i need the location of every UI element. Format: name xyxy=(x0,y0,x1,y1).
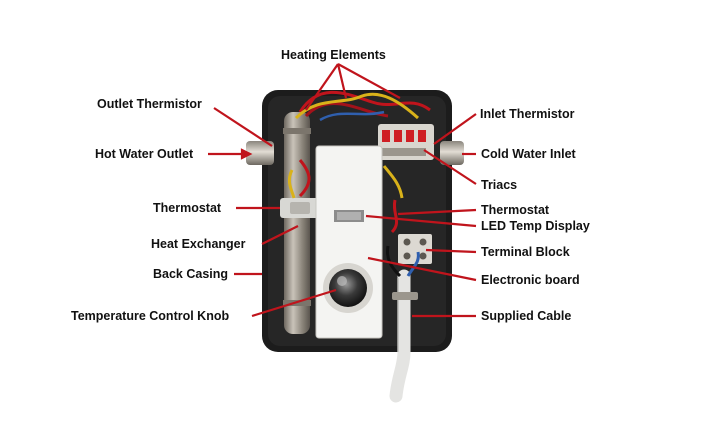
hot-water-outlet-stub xyxy=(246,141,274,165)
leader-line-heating-elements xyxy=(337,63,401,99)
cold-water-inlet-stub xyxy=(440,141,464,165)
leader-line-led-temp-display xyxy=(365,214,477,228)
wire-blue xyxy=(406,251,420,277)
label-thermostat-right: Thermostat xyxy=(481,203,550,217)
leader-line-thermostat-right xyxy=(397,208,477,216)
triac-terminal xyxy=(418,130,426,142)
wire-red xyxy=(298,159,311,198)
leader-line-terminal-block xyxy=(425,248,477,254)
wire-red xyxy=(390,199,399,234)
terminal-screw xyxy=(419,238,427,246)
triac-terminal xyxy=(394,130,402,142)
leader-line-outlet-thermistor xyxy=(213,107,273,147)
leader-line-electronic-board xyxy=(367,256,477,282)
supplied-cable-shape xyxy=(389,269,411,403)
label-cold-water-inlet: Cold Water Inlet xyxy=(481,147,576,161)
triac-terminal xyxy=(382,130,390,142)
leader-line-heat-exchanger xyxy=(261,225,299,245)
label-triacs: Triacs xyxy=(481,178,518,192)
triac-heatsink xyxy=(382,148,426,156)
leader-line-inlet-thermistor xyxy=(433,113,477,145)
terminal-screw xyxy=(403,238,411,246)
leader-line-temperature-control-knob xyxy=(251,288,337,318)
wire-blue xyxy=(319,110,385,122)
label-inlet-thermistor: Inlet Thermistor xyxy=(480,107,575,121)
label-electronic-board: Electronic board xyxy=(481,273,580,287)
label-outlet-thermistor: Outlet Thermistor xyxy=(97,97,202,111)
led-temp-display-glass xyxy=(337,212,361,220)
label-thermostat-left: Thermostat xyxy=(153,201,222,215)
label-supplied-cable: Supplied Cable xyxy=(481,309,572,323)
temperature-control-knob-shape xyxy=(329,269,367,307)
leader-line-heating-elements xyxy=(305,63,339,111)
label-back-casing: Back Casing xyxy=(153,267,229,281)
wire-yellow xyxy=(294,92,420,120)
arrowhead xyxy=(240,148,253,160)
label-temperature-control-knob: Temperature Control Knob xyxy=(71,309,230,323)
terminal-screw xyxy=(419,252,427,260)
wire-yellow xyxy=(382,165,404,199)
wire-yellow xyxy=(287,169,296,199)
terminal-screw xyxy=(403,252,411,260)
leader-line-heating-elements xyxy=(336,63,348,99)
label-heat-exchanger: Heat Exchanger xyxy=(151,237,246,251)
label-led-temp-display: LED Temp Display xyxy=(481,219,590,233)
label-heating-elements: Heating Elements xyxy=(281,48,386,62)
wire-red xyxy=(298,90,431,113)
label-hot-water-outlet: Hot Water Outlet xyxy=(95,147,194,161)
leader-line-triacs xyxy=(423,149,477,185)
heat-exchanger-pipe xyxy=(284,112,310,334)
label-terminal-block: Terminal Block xyxy=(481,245,570,259)
triac-terminal xyxy=(406,130,414,142)
heat-exchanger-band xyxy=(283,128,311,134)
thermostat-left-cap xyxy=(290,202,310,214)
knob-highlight xyxy=(337,276,347,286)
cable-clamp xyxy=(392,292,418,300)
